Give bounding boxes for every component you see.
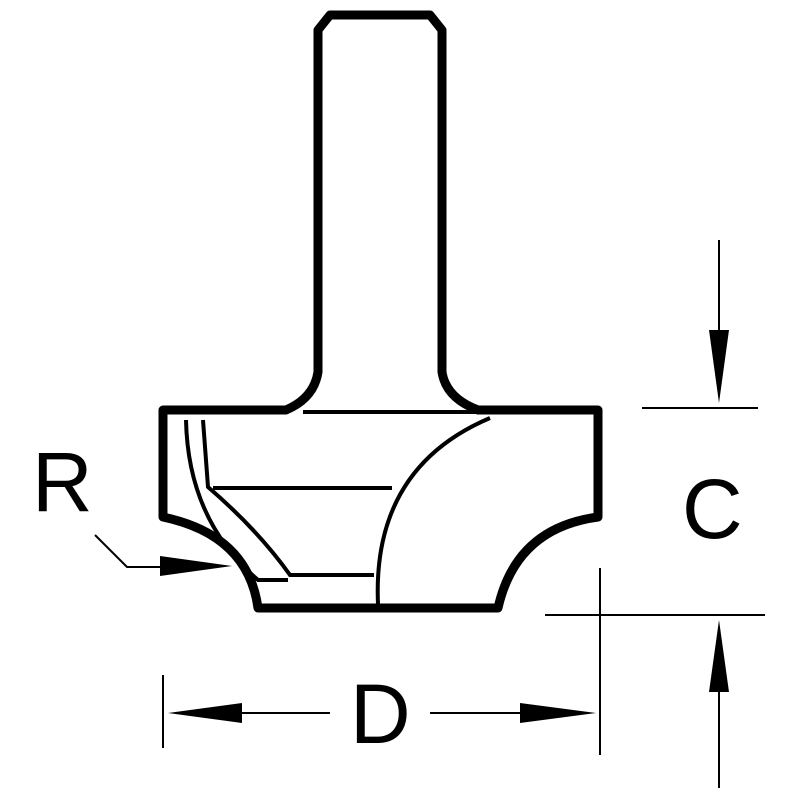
r-leader-arrowhead	[160, 556, 232, 576]
d-arrow-right-head	[520, 703, 596, 723]
r-leader-line	[94, 534, 165, 568]
c-arrow-top-head	[709, 330, 729, 403]
cutter-edge-line	[184, 419, 288, 582]
shank-outline	[158, 10, 603, 613]
flute-left-line	[201, 419, 374, 577]
height-label: C	[682, 462, 743, 556]
diameter-label: D	[350, 667, 411, 761]
d-arrow-left-head	[168, 703, 242, 723]
c-arrow-bottom-head	[709, 620, 729, 692]
radius-label: R	[32, 435, 93, 529]
flute-curve-line	[375, 416, 491, 605]
